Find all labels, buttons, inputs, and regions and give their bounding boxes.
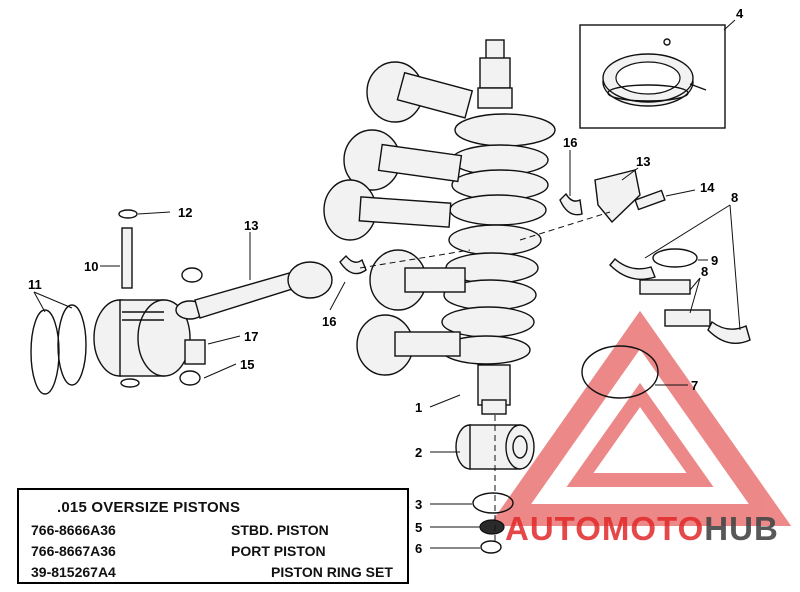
table-row: 766-8667A36 PORT PISTON	[31, 543, 403, 561]
connecting-rod-left	[175, 261, 333, 386]
part-number: 766-8667A36	[31, 543, 116, 559]
callout-14: 14	[700, 180, 715, 195]
leader-lines	[33, 19, 741, 549]
part-description: STBD. PISTON	[231, 522, 329, 538]
crankshaft	[441, 39, 556, 415]
watermark-text: AUTOMOTOHUB	[505, 510, 779, 548]
rod-cap-parts-right	[594, 169, 751, 344]
alignment-line	[519, 211, 611, 241]
watermark-part2: HUB	[704, 510, 779, 547]
callout-10: 10	[84, 259, 98, 274]
part-description: PORT PISTON	[231, 543, 326, 559]
watermark-logo	[488, 310, 792, 526]
callout-3: 3	[415, 497, 422, 512]
part-number: 39-815267A4	[31, 564, 116, 580]
inset-box-part-4	[579, 24, 726, 129]
table-row: 39-815267A4 PISTON RING SET	[31, 564, 403, 582]
table-row: 766-8666A36 STBD. PISTON	[31, 522, 403, 540]
bearing-half-right	[559, 192, 583, 216]
lower-bearing-stack	[455, 424, 535, 554]
callout-8a: 8	[731, 190, 738, 205]
callout-4: 4	[736, 6, 744, 21]
alignment-line	[359, 249, 471, 269]
callout-8b: 8	[701, 264, 708, 279]
callout-6: 6	[415, 541, 422, 556]
part-description: PISTON RING SET	[271, 564, 393, 580]
callout-7: 7	[691, 378, 698, 393]
part-number: 766-8666A36	[31, 522, 116, 538]
watermark-part1: AUTOMOTO	[505, 510, 705, 547]
callout-2: 2	[415, 445, 422, 460]
callout-1: 1	[415, 400, 422, 415]
callout-13a: 13	[244, 218, 258, 233]
callout-11: 11	[28, 277, 42, 292]
callout-16a: 16	[322, 314, 336, 329]
callout-15: 15	[240, 357, 254, 372]
callout-12: 12	[178, 205, 192, 220]
snap-ring	[581, 345, 659, 399]
oversize-pistons-table: .015 OVERSIZE PISTONS 766-8666A36 STBD. …	[17, 488, 409, 584]
assembled-pistons	[323, 61, 474, 376]
callout-16b: 16	[563, 135, 577, 150]
callout-13b: 13	[636, 154, 650, 169]
callout-9: 9	[711, 253, 718, 268]
table-title: .015 OVERSIZE PISTONS	[57, 499, 241, 516]
piston-assembly-loose	[30, 209, 191, 395]
callout-17: 17	[244, 329, 258, 344]
bearing-half-left	[339, 254, 367, 275]
callout-5: 5	[415, 520, 422, 535]
